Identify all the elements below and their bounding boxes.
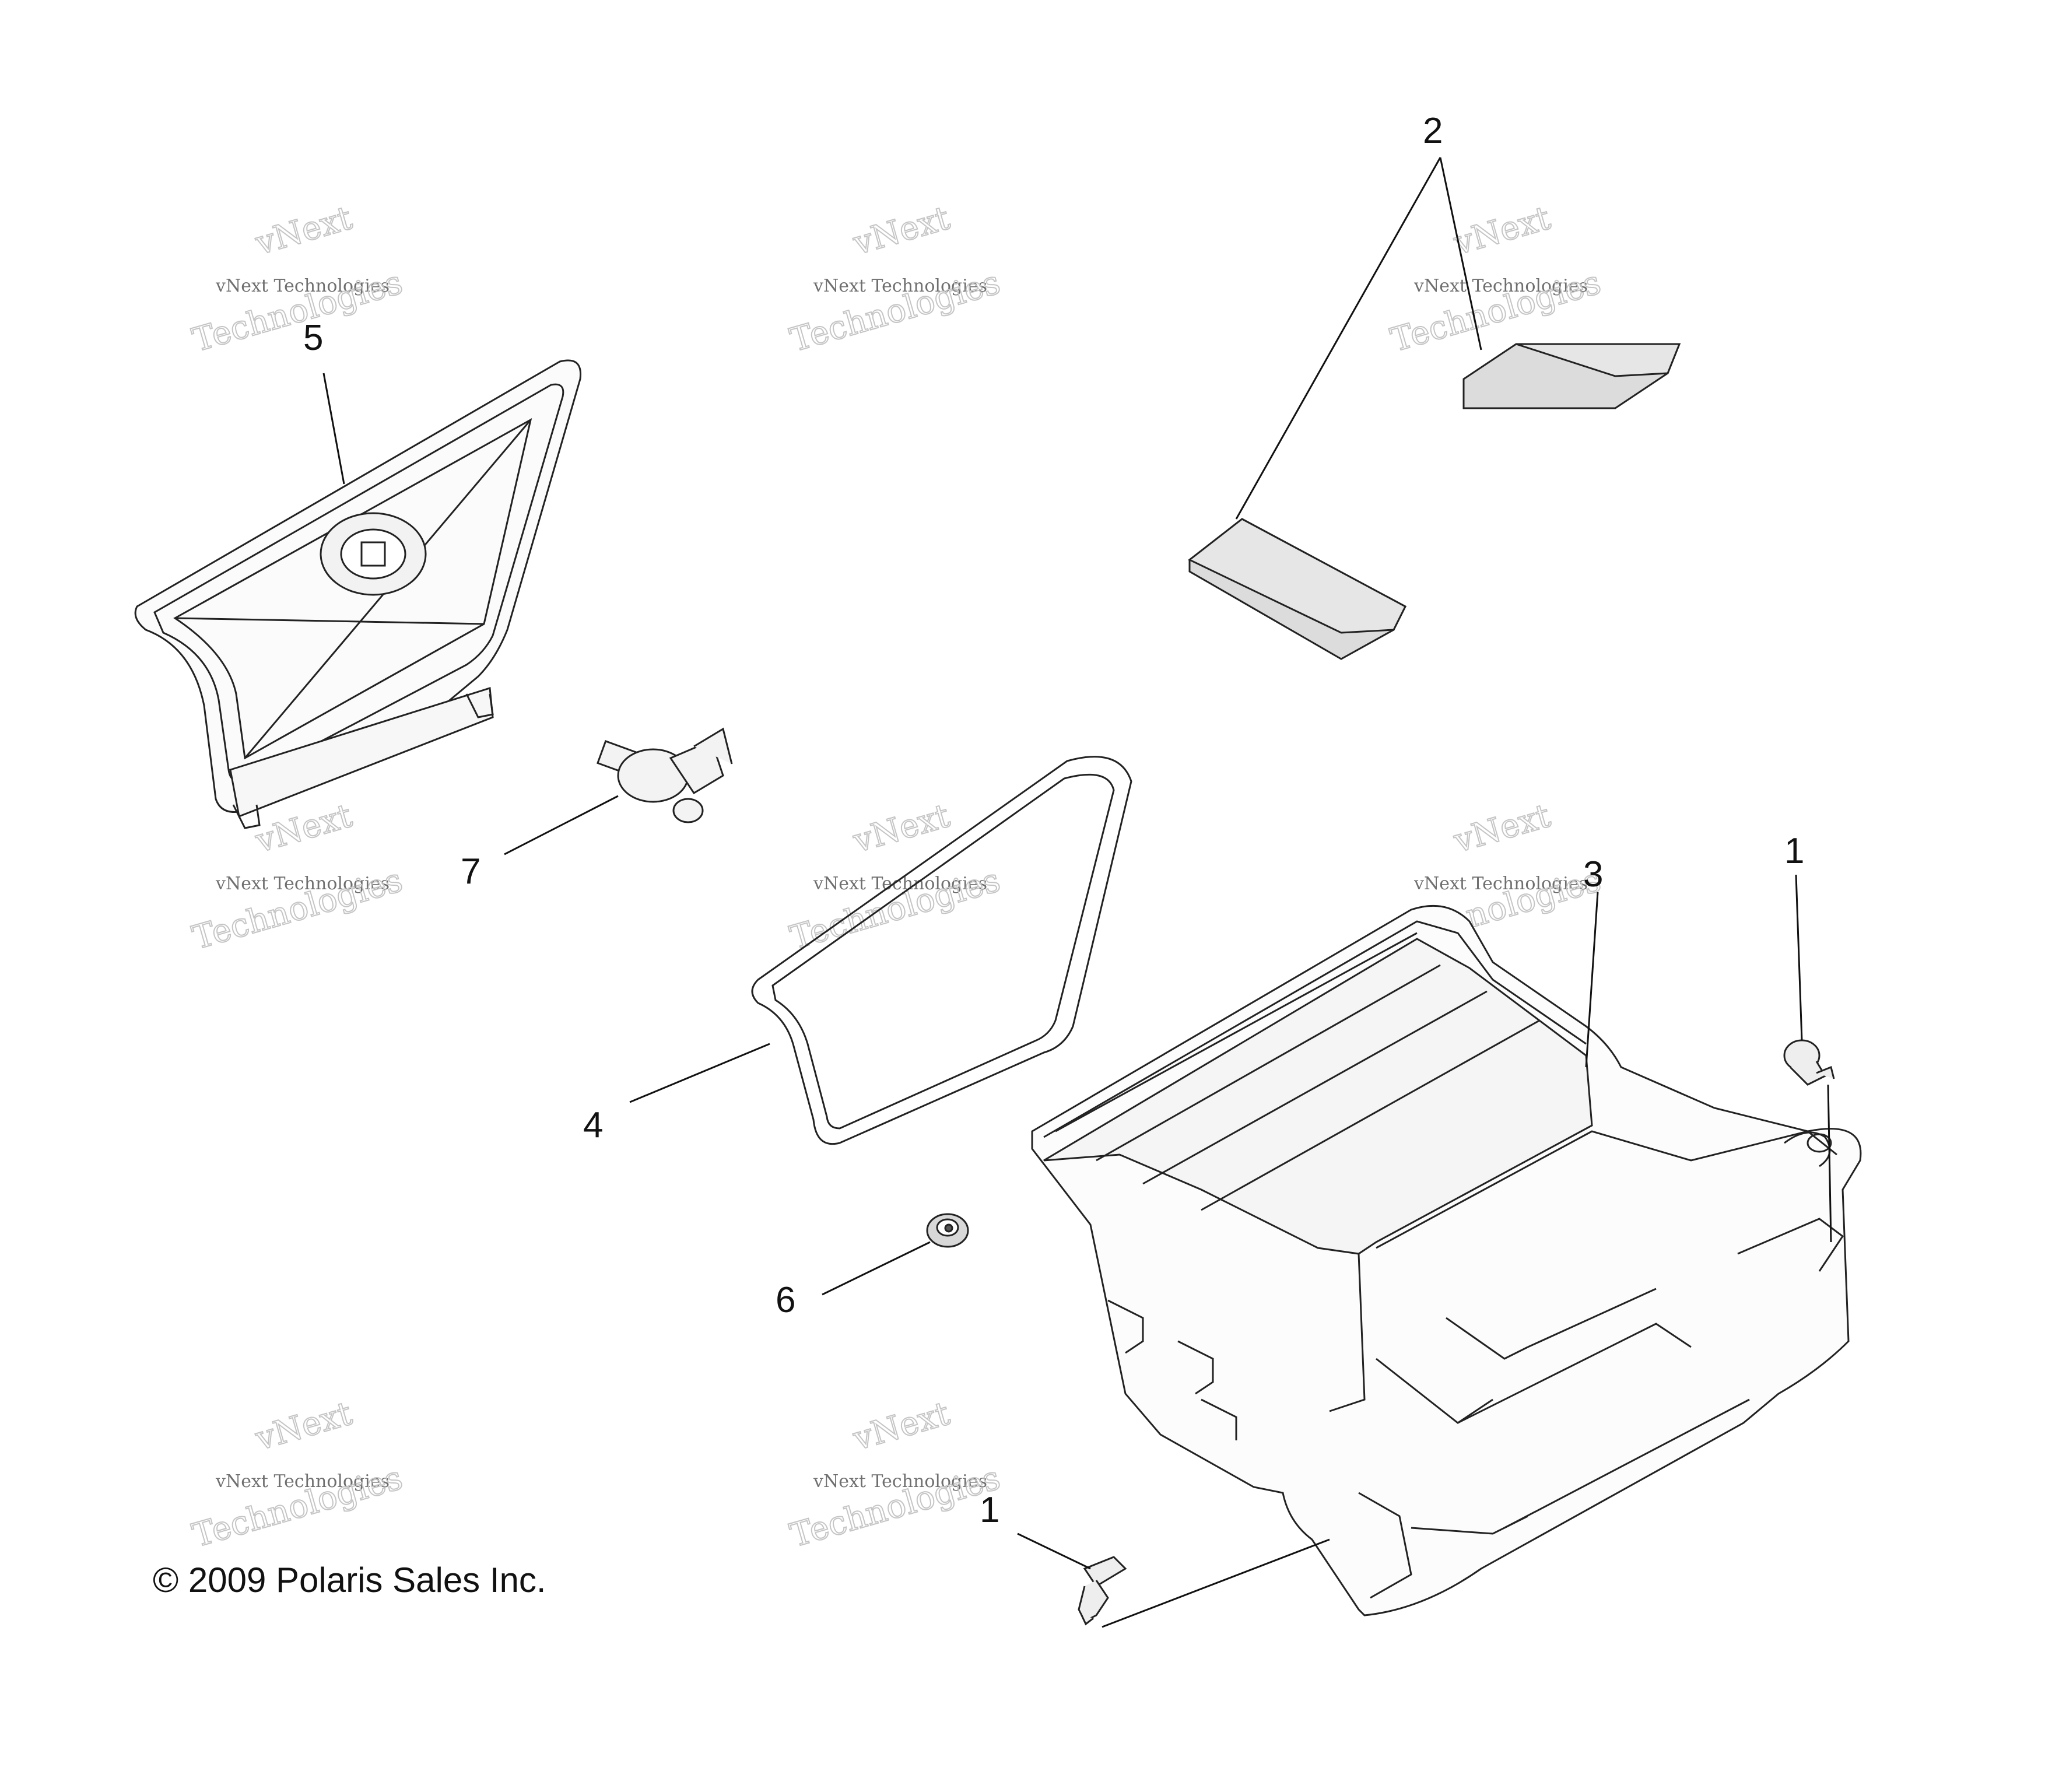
watermark: vNext vNext Technologies Technologies — [1386, 198, 1605, 360]
leader-1a — [1795, 874, 1803, 1041]
watermark: vNext vNext Technologies Technologies — [188, 1394, 407, 1555]
callout-7: 7 — [461, 851, 480, 892]
callout-4: 4 — [583, 1105, 603, 1145]
watermark: vNext vNext Technologies Technologies — [785, 796, 1005, 958]
part-push-clip-lower — [1079, 1557, 1125, 1624]
watermark: vNext vNext Technologies Technologies — [785, 198, 1005, 360]
watermark: vNext vNext Technologies Technologies — [188, 198, 407, 360]
watermark-line2: vNext — [251, 1394, 356, 1458]
watermark-line1: vNext Technologies — [1413, 874, 1588, 894]
watermark-line1: vNext Technologies — [215, 1471, 390, 1492]
leader-2a — [1439, 157, 1482, 350]
callout-2: 2 — [1423, 111, 1443, 151]
callout-3: 3 — [1583, 854, 1603, 895]
leader-5 — [322, 373, 345, 485]
part-storage-box — [1032, 906, 1861, 1615]
callout-1-upper: 1 — [1784, 831, 1804, 871]
callout-6: 6 — [776, 1280, 795, 1320]
leader-6 — [822, 1241, 931, 1296]
watermark-line1: vNext Technologies — [813, 276, 987, 296]
copyright-notice: © 2009 Polaris Sales Inc. — [153, 1560, 546, 1600]
watermark-line1: vNext Technologies — [215, 874, 390, 894]
watermark-line1: vNext Technologies — [215, 276, 390, 296]
callout-1-lower: 1 — [980, 1490, 999, 1530]
part-lid-cover — [135, 360, 580, 828]
leader-lines — [322, 157, 1832, 1628]
part-grommet-nut — [927, 1214, 968, 1247]
part-push-clip-upper — [1784, 1040, 1834, 1085]
leader-3 — [1585, 892, 1599, 1068]
callout-5: 5 — [303, 318, 323, 358]
leader-4 — [629, 1043, 770, 1103]
watermark: vNext vNext Technologies Technologies — [785, 1394, 1005, 1555]
watermark-line1: vNext Technologies — [813, 874, 987, 894]
watermark-line2: vNext — [848, 199, 954, 262]
watermark-line1: vNext Technologies — [1413, 276, 1588, 296]
leader-2b — [1235, 157, 1441, 520]
watermark-line2: vNext — [1449, 797, 1555, 860]
watermark-line2: vNext — [848, 1394, 954, 1458]
part-latch — [598, 729, 732, 822]
callout-labels: 2 5 7 4 3 1 6 1 — [303, 111, 1804, 1530]
watermark-line1: vNext Technologies — [813, 1471, 987, 1492]
watermark: vNext vNext Technologies Technologies — [188, 796, 407, 958]
leader-1a-lower — [1827, 1084, 1832, 1243]
leader-7 — [504, 795, 619, 855]
watermark-line2: vNext — [251, 199, 356, 262]
watermark-line2: vNext — [848, 797, 954, 860]
watermark-line2: vNext — [1449, 199, 1555, 262]
part-foam-blocks — [1190, 344, 1679, 659]
leader-1b — [1017, 1533, 1091, 1570]
leader-1b-lower — [1102, 1538, 1330, 1628]
part-gasket-seal — [752, 757, 1131, 1144]
